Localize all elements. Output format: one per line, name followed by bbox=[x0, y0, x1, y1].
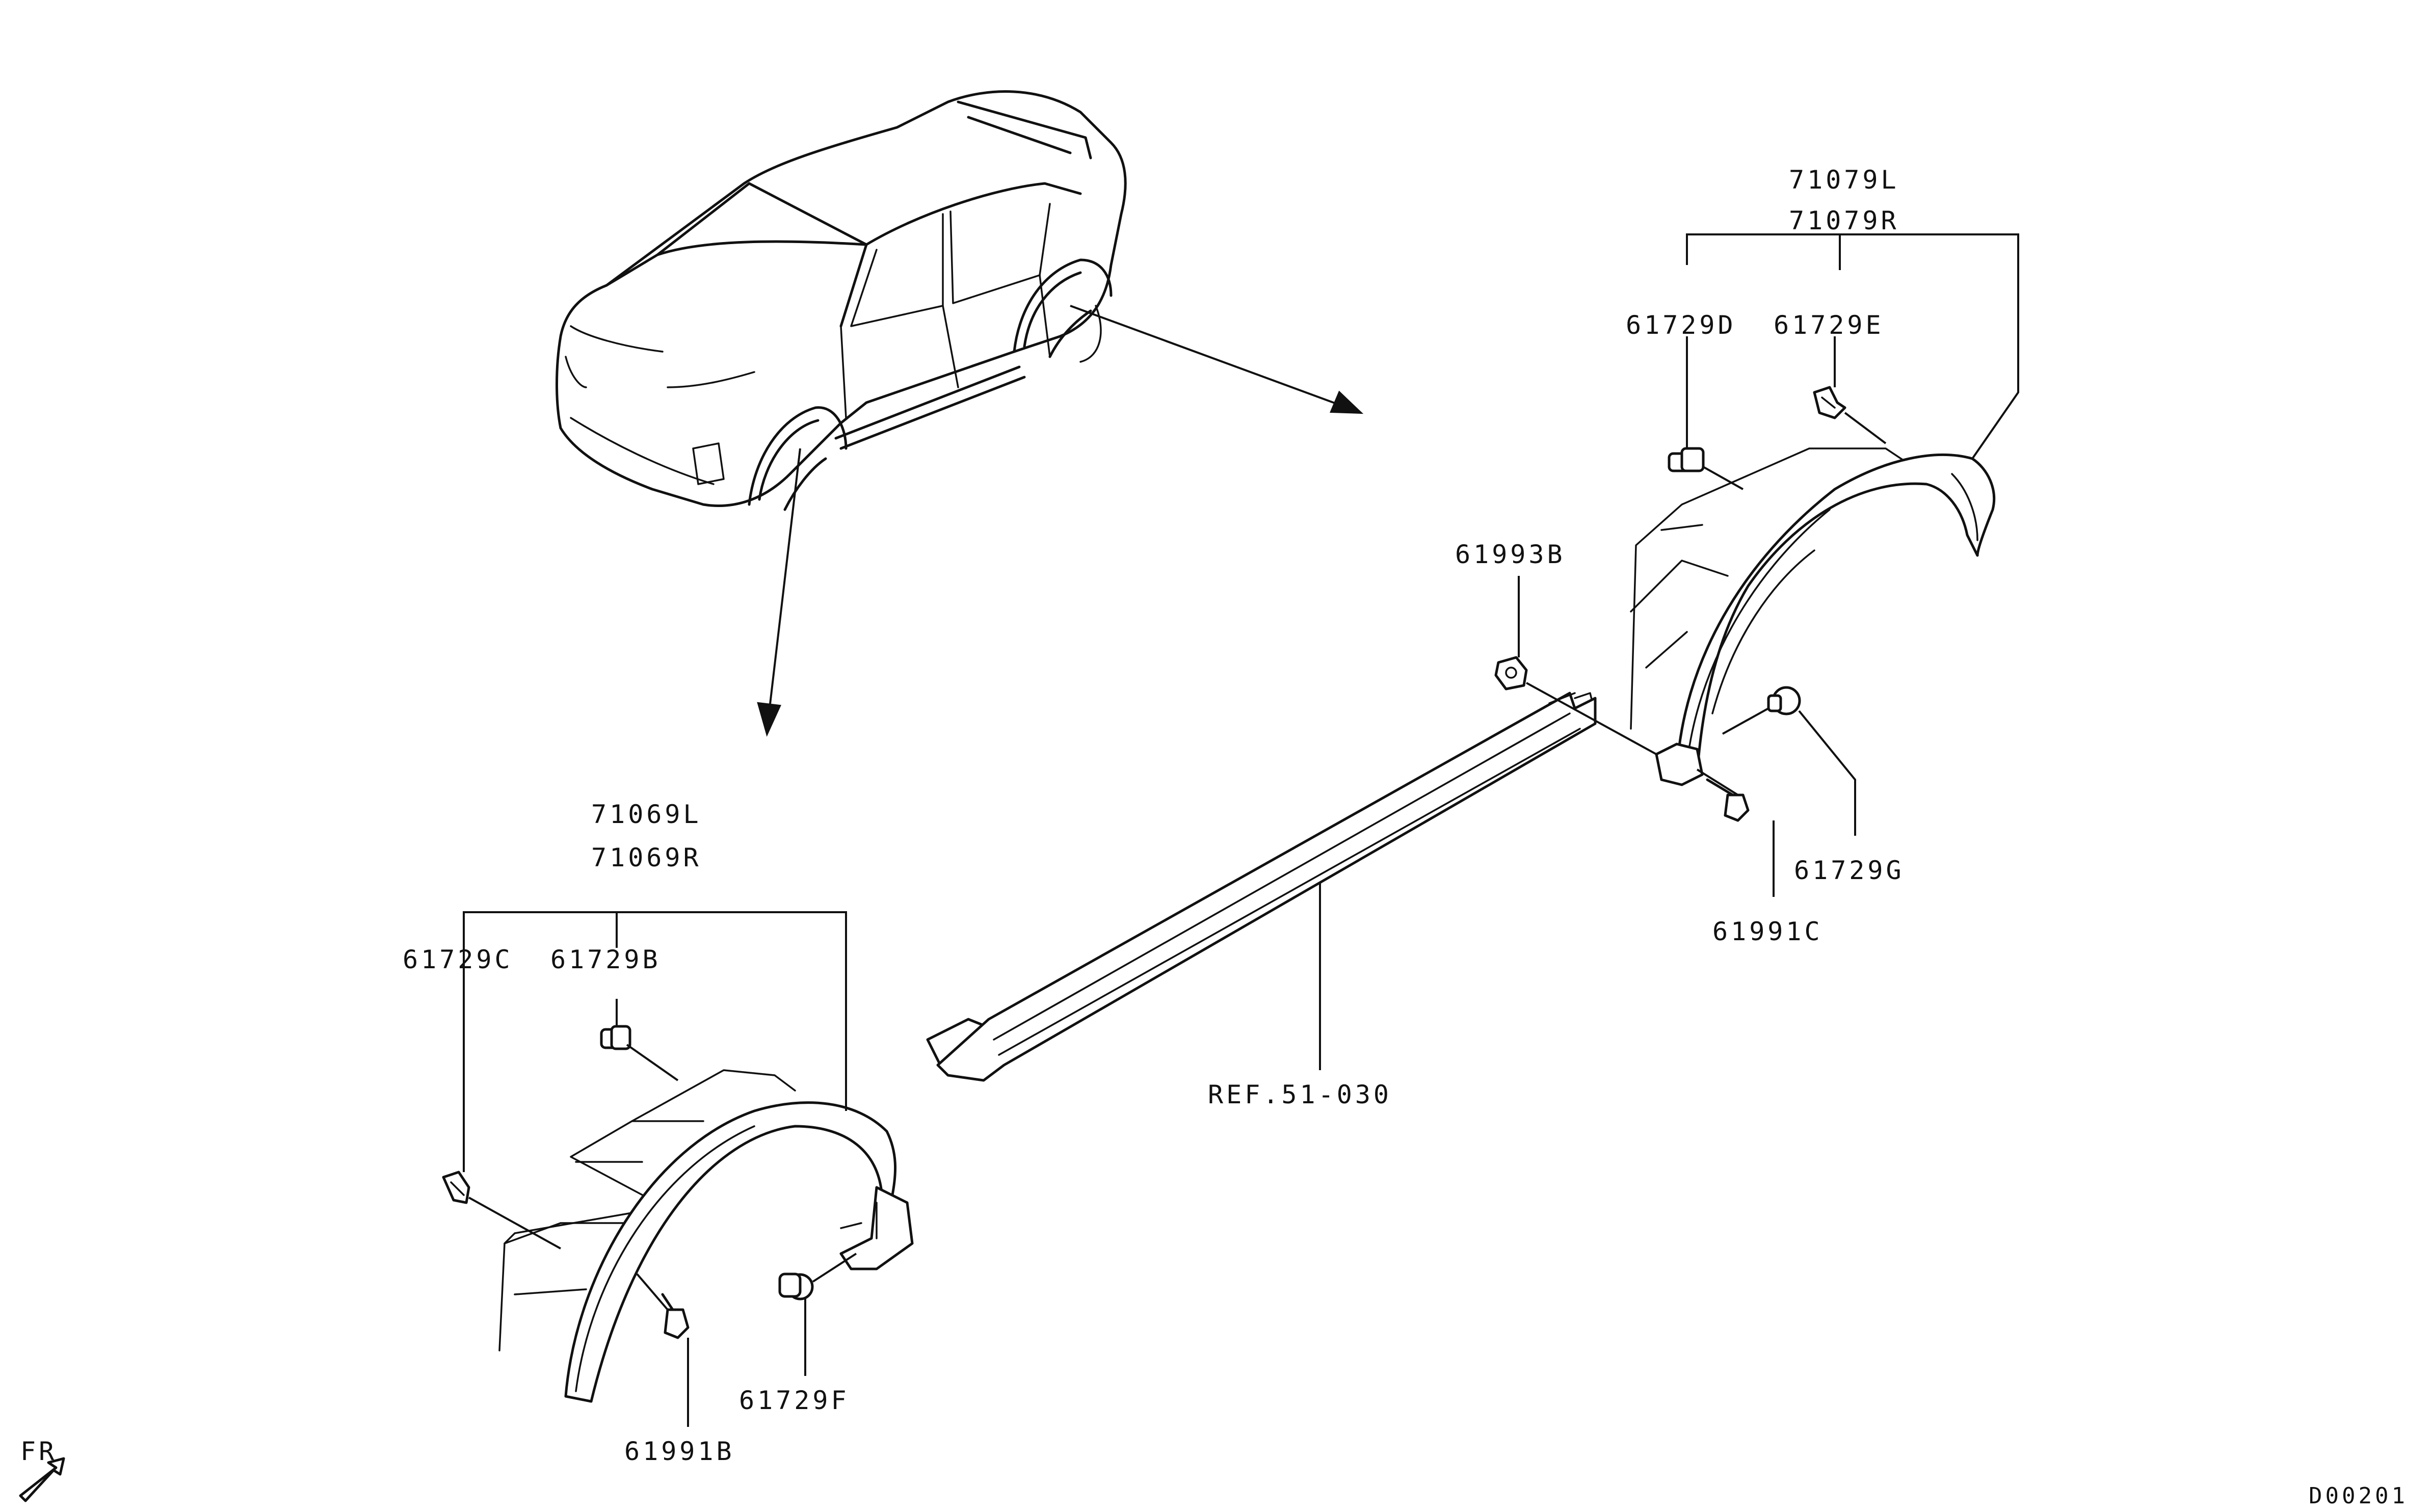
grommet-61729d bbox=[1668, 447, 1705, 472]
front-direction-arrow-icon bbox=[19, 1457, 65, 1502]
clip-61729g bbox=[1767, 686, 1801, 715]
vehicle-illustration bbox=[556, 90, 1127, 511]
label-61729b: 61729B bbox=[550, 945, 661, 974]
pointer-arrow-icon bbox=[757, 305, 1364, 737]
clip-61729c bbox=[442, 1171, 470, 1204]
label-71069r: 71069R bbox=[591, 843, 702, 872]
label-71079r: 71079R bbox=[1789, 206, 1899, 235]
label-61991b: 61991B bbox=[624, 1437, 735, 1466]
nut-61993b bbox=[1494, 656, 1528, 691]
label-61729d: 61729D bbox=[1626, 310, 1736, 340]
label-61729f: 61729F bbox=[739, 1386, 850, 1415]
diagram-code: D00201 bbox=[2309, 1483, 2408, 1509]
label-61729e: 61729E bbox=[1774, 310, 1884, 340]
label-ref-51-030: REF.51-030 bbox=[1208, 1080, 1392, 1109]
label-61729c: 61729C bbox=[403, 945, 513, 974]
label-61991c: 61991C bbox=[1712, 917, 1823, 946]
label-61729g: 61729G bbox=[1794, 856, 1905, 885]
label-71069l: 71069L bbox=[591, 800, 702, 829]
clip-61729f bbox=[778, 1272, 814, 1301]
leader-lines bbox=[463, 233, 2019, 1427]
label-61993b: 61993B bbox=[1455, 540, 1566, 569]
label-71079l: 71079L bbox=[1789, 165, 1899, 195]
clip-61729e bbox=[1813, 386, 1846, 419]
grommet-61729b bbox=[600, 1025, 631, 1050]
direction-label: FR bbox=[20, 1437, 57, 1466]
bolt-61991b bbox=[661, 1293, 690, 1339]
front-wheel-arch-assembly bbox=[498, 1018, 995, 1403]
rocker-panel bbox=[936, 692, 1597, 1082]
rear-wheel-arch-assembly bbox=[1574, 447, 1996, 786]
bolt-61991c bbox=[1706, 778, 1750, 822]
